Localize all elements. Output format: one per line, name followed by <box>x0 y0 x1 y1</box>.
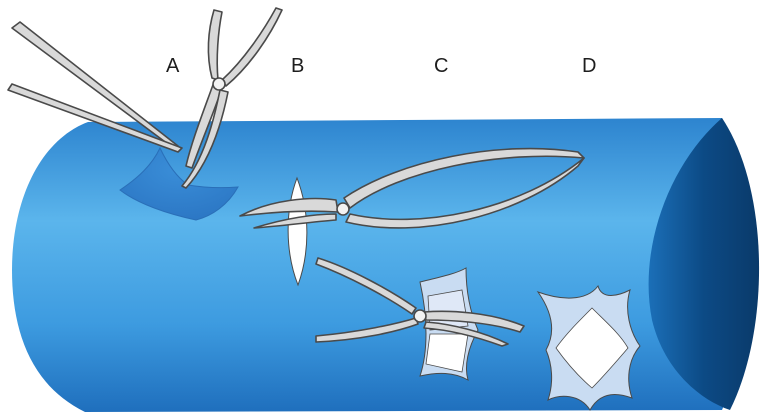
step-d-group <box>538 286 640 410</box>
label-d: D <box>582 56 596 76</box>
scissors-c-pivot-icon <box>414 310 426 322</box>
vessel-body <box>12 118 754 412</box>
scissors-a-handle-icon <box>222 8 282 86</box>
label-a: A <box>166 56 179 76</box>
label-b: B <box>291 56 304 76</box>
scissors-a-pivot-icon <box>213 78 225 90</box>
scissors-a-icon <box>208 10 222 80</box>
label-c: C <box>434 56 448 76</box>
scissors-b-pivot-icon <box>337 203 349 215</box>
